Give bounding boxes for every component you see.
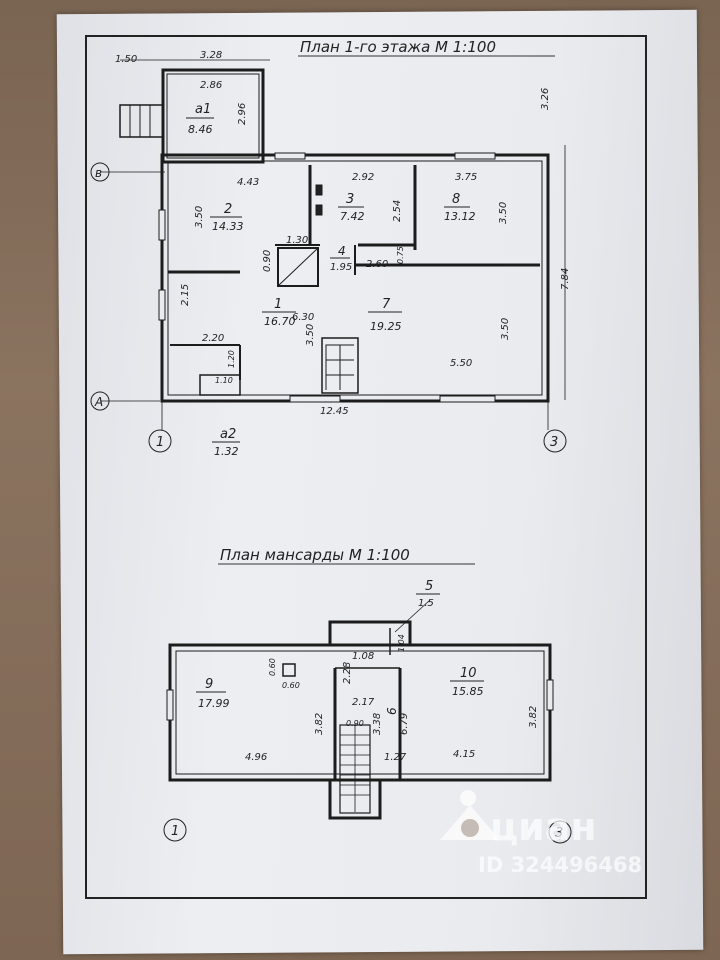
room-area: 1.5 [418,598,434,609]
cian-logo-icon [440,790,500,840]
dim-label: 1.30 [286,235,308,246]
room-number: 4 [338,244,346,258]
floor1-title: План 1-го этажа М 1:100 [300,38,496,56]
attic-axis-marker-3 [548,820,572,844]
dim-label: 2.92 [352,172,374,183]
attic-title: План мансарды М 1:100 [220,546,410,564]
dim-label: 3.50 [500,318,511,340]
axis-marker-1 [148,429,172,453]
dim-label: 4.43 [237,177,259,188]
attic-plan [166,599,554,820]
room-area: 19.25 [370,320,402,333]
room-number: 10 [460,666,477,681]
room-number: 6 [385,707,399,715]
room-number: 9 [205,677,213,692]
dim-label: 2.20 [202,333,224,344]
dim-label: 3.82 [314,713,325,735]
room-area: 13.12 [444,210,476,223]
dim-label: 1.10 [215,376,233,385]
dim-label: 2.86 [200,80,222,91]
room-area: 15.85 [452,685,484,698]
room-area: 14.33 [212,220,244,233]
axis-label-1: 1 [156,435,164,450]
room-area: 17.99 [198,697,230,710]
axis-label-3: 3 [550,435,558,450]
dim-label: 1.20 [227,350,236,368]
dim-label: 4.96 [245,752,267,763]
room-number: 3 [346,192,354,207]
attic-axis-label-1: 1 [171,824,179,839]
axis-marker-b [90,162,110,182]
dim-label: 0.90 [346,719,364,728]
room-area: 6.79 [399,713,410,735]
dim-label: 12.45 [320,406,349,417]
balcony-number: a2 [220,427,236,442]
attic-rooms: 5 1.5 9 17.99 10 15.85 6 6.79 [196,579,484,735]
floor1-dimensions: 1.50 3.28 2.86 2.96 3.26 4.43 2.92 3.75 … [115,50,571,417]
dim-label: 2.96 [237,103,248,125]
attic-axis-label-3: 3 [555,826,563,841]
dim-label: 2.28 [342,662,353,684]
dim-label: 3.75 [455,172,477,183]
dim-label: 0.60 [268,658,277,676]
dim-label: 0.90 [262,250,273,272]
dim-label: 2.17 [352,697,375,708]
dim-label: 3.28 [200,50,222,61]
axis-label-b: в [95,166,102,180]
room-number: 2 [224,202,232,217]
dim-label: 2.60 [366,259,388,270]
dim-label: 3.26 [540,88,551,110]
dim-label: 7.84 [560,268,571,290]
room-area: 16.70 [264,315,296,328]
dim-label: 3.38 [372,713,383,735]
room-number: a1 [195,102,211,117]
axis-marker-3 [543,429,567,453]
watermark-id: ID 324496468 [478,853,642,877]
dim-label: 4.15 [453,749,475,760]
dim-label: 3.82 [528,706,539,728]
dim-label: 6.30 [292,312,314,323]
room-area: 8.46 [188,123,213,136]
floor1-rooms: a1 8.46 2 14.33 3 7.42 8 13.12 4 1.95 1 … [186,102,476,458]
room-area: 7.42 [340,210,365,223]
attic-dimensions: 1.08 1.04 0.60 0.60 2.28 2.17 0.90 3.82 … [245,634,539,763]
dim-label: 2.15 [180,284,191,306]
dim-label: 0.60 [282,681,300,690]
room-number: 1 [274,297,282,312]
dim-label: 3.50 [194,206,205,228]
dim-label: 5.50 [450,358,472,369]
attic-axis-marker-1 [163,818,187,842]
room-number: 7 [382,297,391,312]
dim-label: 1.08 [352,651,374,662]
dim-label: 1.27 [384,752,407,763]
dim-label: 1.50 [115,54,137,65]
balcony-area: 1.32 [214,445,239,458]
room-number: 8 [452,192,460,207]
cian-watermark: циан ID 324496468 [440,790,642,877]
drawing-frame [85,35,647,899]
dim-label: 1.04 [397,634,406,652]
room-area: 1.95 [330,262,352,273]
dim-label: 2.54 [392,200,403,222]
watermark-brand: циан [490,805,597,849]
floor1-plan [100,59,566,430]
dim-label: 3.50 [305,324,316,346]
dim-label: 3.50 [498,202,509,224]
dim-label: 0.75 [396,246,405,264]
room-number: 5 [425,579,433,594]
axis-marker-a [90,391,110,411]
axis-label-a: А [94,395,103,409]
